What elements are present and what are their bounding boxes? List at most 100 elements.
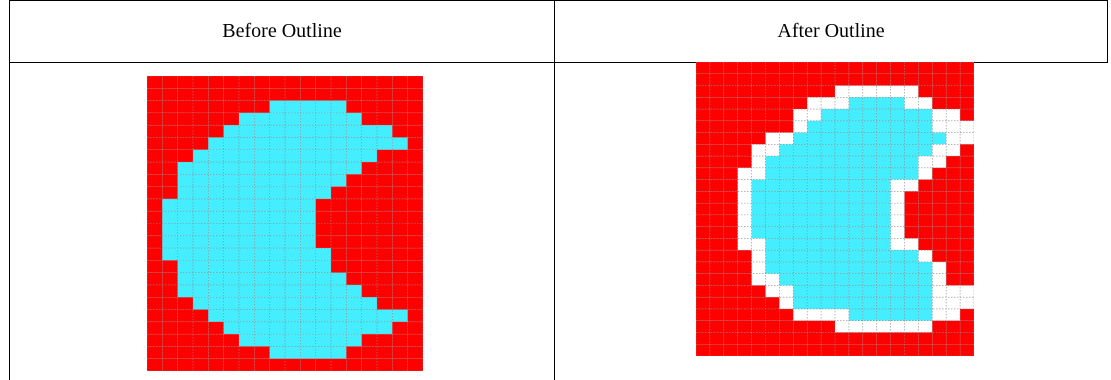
after-pixel bbox=[849, 109, 863, 121]
after-pixel bbox=[793, 344, 807, 356]
after-pixel bbox=[752, 156, 766, 168]
after-pixel bbox=[946, 62, 960, 74]
before-pixel bbox=[208, 322, 223, 334]
before-pixel bbox=[270, 346, 285, 358]
after-pixel bbox=[821, 250, 835, 262]
after-pixel bbox=[779, 180, 793, 192]
after-pixel bbox=[793, 133, 807, 145]
before-pixel bbox=[162, 125, 177, 137]
after-pixel bbox=[793, 62, 807, 74]
after-pixel bbox=[946, 274, 960, 286]
before-pixel bbox=[162, 346, 177, 358]
after-pixel bbox=[835, 285, 849, 297]
after-pixel bbox=[779, 262, 793, 274]
before-pixel bbox=[300, 359, 315, 371]
after-pixel bbox=[905, 309, 919, 321]
before-pixel bbox=[300, 187, 315, 199]
before-pixel bbox=[254, 359, 269, 371]
after-pixel bbox=[960, 344, 974, 356]
after-pixel bbox=[877, 109, 891, 121]
before-pixel bbox=[300, 236, 315, 248]
after-pixel bbox=[779, 321, 793, 333]
after-pixel bbox=[821, 156, 835, 168]
after-pixel bbox=[738, 274, 752, 286]
after-pixel bbox=[738, 297, 752, 309]
after-pixel bbox=[738, 62, 752, 74]
after-pixel bbox=[710, 332, 724, 344]
after-pixel bbox=[946, 344, 960, 356]
after-pixel bbox=[835, 109, 849, 121]
before-pixel bbox=[392, 334, 407, 346]
after-pixel bbox=[877, 97, 891, 109]
before-pixel bbox=[316, 322, 331, 334]
after-pixel bbox=[932, 156, 946, 168]
after-pixel bbox=[738, 156, 752, 168]
after-pixel bbox=[960, 86, 974, 98]
before-pixel bbox=[316, 224, 331, 236]
after-pixel bbox=[891, 297, 905, 309]
after-pixel bbox=[905, 121, 919, 133]
before-pixel bbox=[392, 248, 407, 260]
after-pixel bbox=[946, 238, 960, 250]
after-pixel bbox=[766, 332, 780, 344]
before-pixel bbox=[193, 150, 208, 162]
after-pixel bbox=[696, 144, 710, 156]
after-pixel bbox=[849, 285, 863, 297]
after-pixel bbox=[863, 227, 877, 239]
after-pixel bbox=[918, 133, 932, 145]
after-pixel bbox=[863, 144, 877, 156]
after-pixel bbox=[960, 180, 974, 192]
before-pixel bbox=[300, 248, 315, 260]
before-pixel bbox=[408, 359, 423, 371]
after-pixel bbox=[877, 86, 891, 98]
before-pixel bbox=[193, 359, 208, 371]
before-pixel bbox=[377, 162, 392, 174]
after-pixel bbox=[766, 97, 780, 109]
after-pixel bbox=[696, 86, 710, 98]
before-pixel bbox=[285, 224, 300, 236]
before-pixel bbox=[208, 187, 223, 199]
after-pixel bbox=[960, 109, 974, 121]
before-pixel bbox=[362, 174, 377, 186]
before-pixel bbox=[239, 334, 254, 346]
after-pixel bbox=[696, 215, 710, 227]
before-pixel bbox=[193, 162, 208, 174]
before-pixel bbox=[285, 248, 300, 260]
before-pixel bbox=[208, 162, 223, 174]
after-pixel bbox=[960, 97, 974, 109]
before-pixel bbox=[408, 236, 423, 248]
after-pixel bbox=[918, 203, 932, 215]
after-pixel bbox=[779, 144, 793, 156]
after-pixel bbox=[891, 250, 905, 262]
before-pixel bbox=[300, 174, 315, 186]
after-pixel bbox=[752, 180, 766, 192]
before-pixel bbox=[270, 310, 285, 322]
before-pixel bbox=[224, 322, 239, 334]
after-pixel bbox=[821, 344, 835, 356]
before-pixel bbox=[300, 211, 315, 223]
after-pixel bbox=[835, 309, 849, 321]
before-pixel bbox=[193, 125, 208, 137]
after-pixel bbox=[793, 332, 807, 344]
before-pixel bbox=[392, 125, 407, 137]
before-pixel bbox=[162, 199, 177, 211]
after-pixel bbox=[821, 215, 835, 227]
after-pixel bbox=[752, 262, 766, 274]
after-pixel bbox=[960, 250, 974, 262]
before-pixel bbox=[285, 187, 300, 199]
before-pixel bbox=[331, 359, 346, 371]
before-pixel bbox=[270, 187, 285, 199]
after-pixel bbox=[724, 262, 738, 274]
after-pixel bbox=[891, 344, 905, 356]
before-pixel bbox=[178, 187, 193, 199]
before-pixel bbox=[346, 174, 361, 186]
before-pixel bbox=[346, 101, 361, 113]
before-pixel bbox=[193, 174, 208, 186]
before-pixel bbox=[362, 137, 377, 149]
after-pixel bbox=[724, 250, 738, 262]
after-pixel bbox=[918, 274, 932, 286]
before-pixel bbox=[178, 101, 193, 113]
before-pixel bbox=[208, 113, 223, 125]
after-pixel bbox=[905, 133, 919, 145]
after-pixel bbox=[710, 285, 724, 297]
